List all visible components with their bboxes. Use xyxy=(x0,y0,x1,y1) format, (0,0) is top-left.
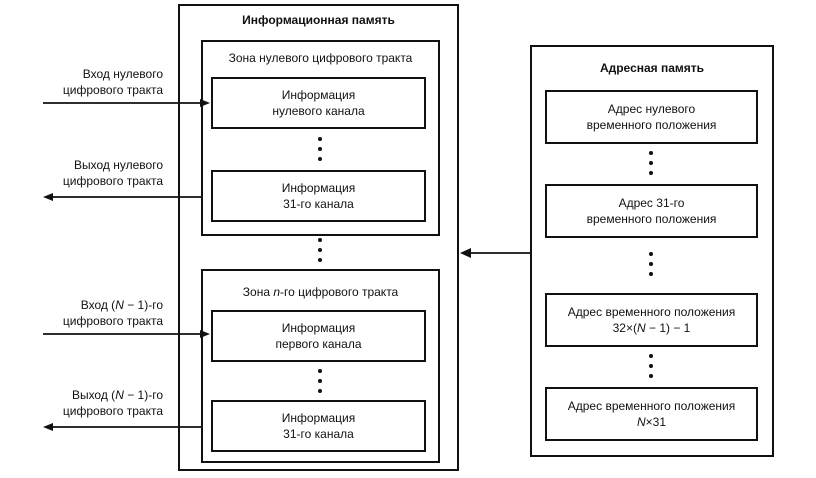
input-n-arrowhead xyxy=(200,330,210,338)
label-line: цифрового тракта xyxy=(62,404,163,418)
info-memory-title: Информационная память xyxy=(242,13,395,27)
zone-0-channel-31-cell: Информация 31-го канала xyxy=(211,170,426,222)
cell-line: 32×(N − 1) − 1 xyxy=(612,321,691,335)
address-memory-title: Адресная память xyxy=(599,61,705,75)
cell-line: временного положения xyxy=(586,118,717,132)
input-n-label: Вход (N − 1)-го цифрового тракта xyxy=(0,297,163,329)
label-line: Выход (N − 1)-го xyxy=(71,388,163,402)
cell-line: временного положения xyxy=(586,212,717,226)
zone-0-title: Зона нулевого цифрового тракта xyxy=(228,51,413,65)
cell-line: Адрес временного положения xyxy=(567,399,736,413)
cell-line: Адрес 31-го xyxy=(618,196,685,210)
input-0-label: Вход нулевого цифрового тракта xyxy=(0,66,163,98)
zone-n-title: Зона n-го цифрового тракта xyxy=(242,285,399,299)
address-cell-n31: Адрес временного положения N×31 xyxy=(545,387,758,441)
address-to-info-arrowhead xyxy=(460,248,471,258)
output-0-label: Выход нулевого цифрового тракта xyxy=(0,157,163,189)
output-0-arrowhead xyxy=(43,193,53,201)
input-0-arrowhead xyxy=(200,99,210,107)
cell-line: первого канала xyxy=(275,337,362,351)
cell-line: 31-го канала xyxy=(283,197,354,211)
vertical-ellipsis xyxy=(317,369,323,393)
label-line: Вход (N − 1)-го xyxy=(80,298,163,312)
zone-n-channel-1-cell: Информация первого канала xyxy=(211,310,426,362)
cell-line: нулевого канала xyxy=(272,104,365,118)
vertical-ellipsis xyxy=(317,137,323,161)
vertical-ellipsis xyxy=(648,252,654,276)
address-cell-31: Адрес 31-го временного положения xyxy=(545,184,758,238)
label-line: Вход нулевого xyxy=(82,67,163,81)
cell-line: 31-го канала xyxy=(283,427,354,441)
address-cell-0: Адрес нулевого временного положения xyxy=(545,90,758,144)
zone-n-channel-31-cell: Информация 31-го канала xyxy=(211,400,426,452)
label-line: цифрового тракта xyxy=(62,83,163,97)
cell-line: Информация xyxy=(281,321,356,335)
output-n-arrowhead xyxy=(43,423,53,431)
cell-line: Информация xyxy=(281,88,356,102)
cell-line: Адрес нулевого xyxy=(607,102,696,116)
cell-line: Информация xyxy=(281,181,356,195)
vertical-ellipsis xyxy=(648,151,654,175)
label-line: цифрового тракта xyxy=(62,174,163,188)
cell-line: Информация xyxy=(281,411,356,425)
label-line: Выход нулевого xyxy=(74,158,163,172)
address-cell-32n-minus-1: Адрес временного положения 32×(N − 1) − … xyxy=(545,293,758,347)
zone-0-channel-0-cell: Информация нулевого канала xyxy=(211,77,426,129)
output-n-label: Выход (N − 1)-го цифрового тракта xyxy=(0,387,163,419)
vertical-ellipsis xyxy=(317,238,323,262)
cell-line: N×31 xyxy=(636,415,667,429)
cell-line: Адрес временного положения xyxy=(567,305,736,319)
vertical-ellipsis xyxy=(648,354,654,378)
label-line: цифрового тракта xyxy=(62,314,163,328)
